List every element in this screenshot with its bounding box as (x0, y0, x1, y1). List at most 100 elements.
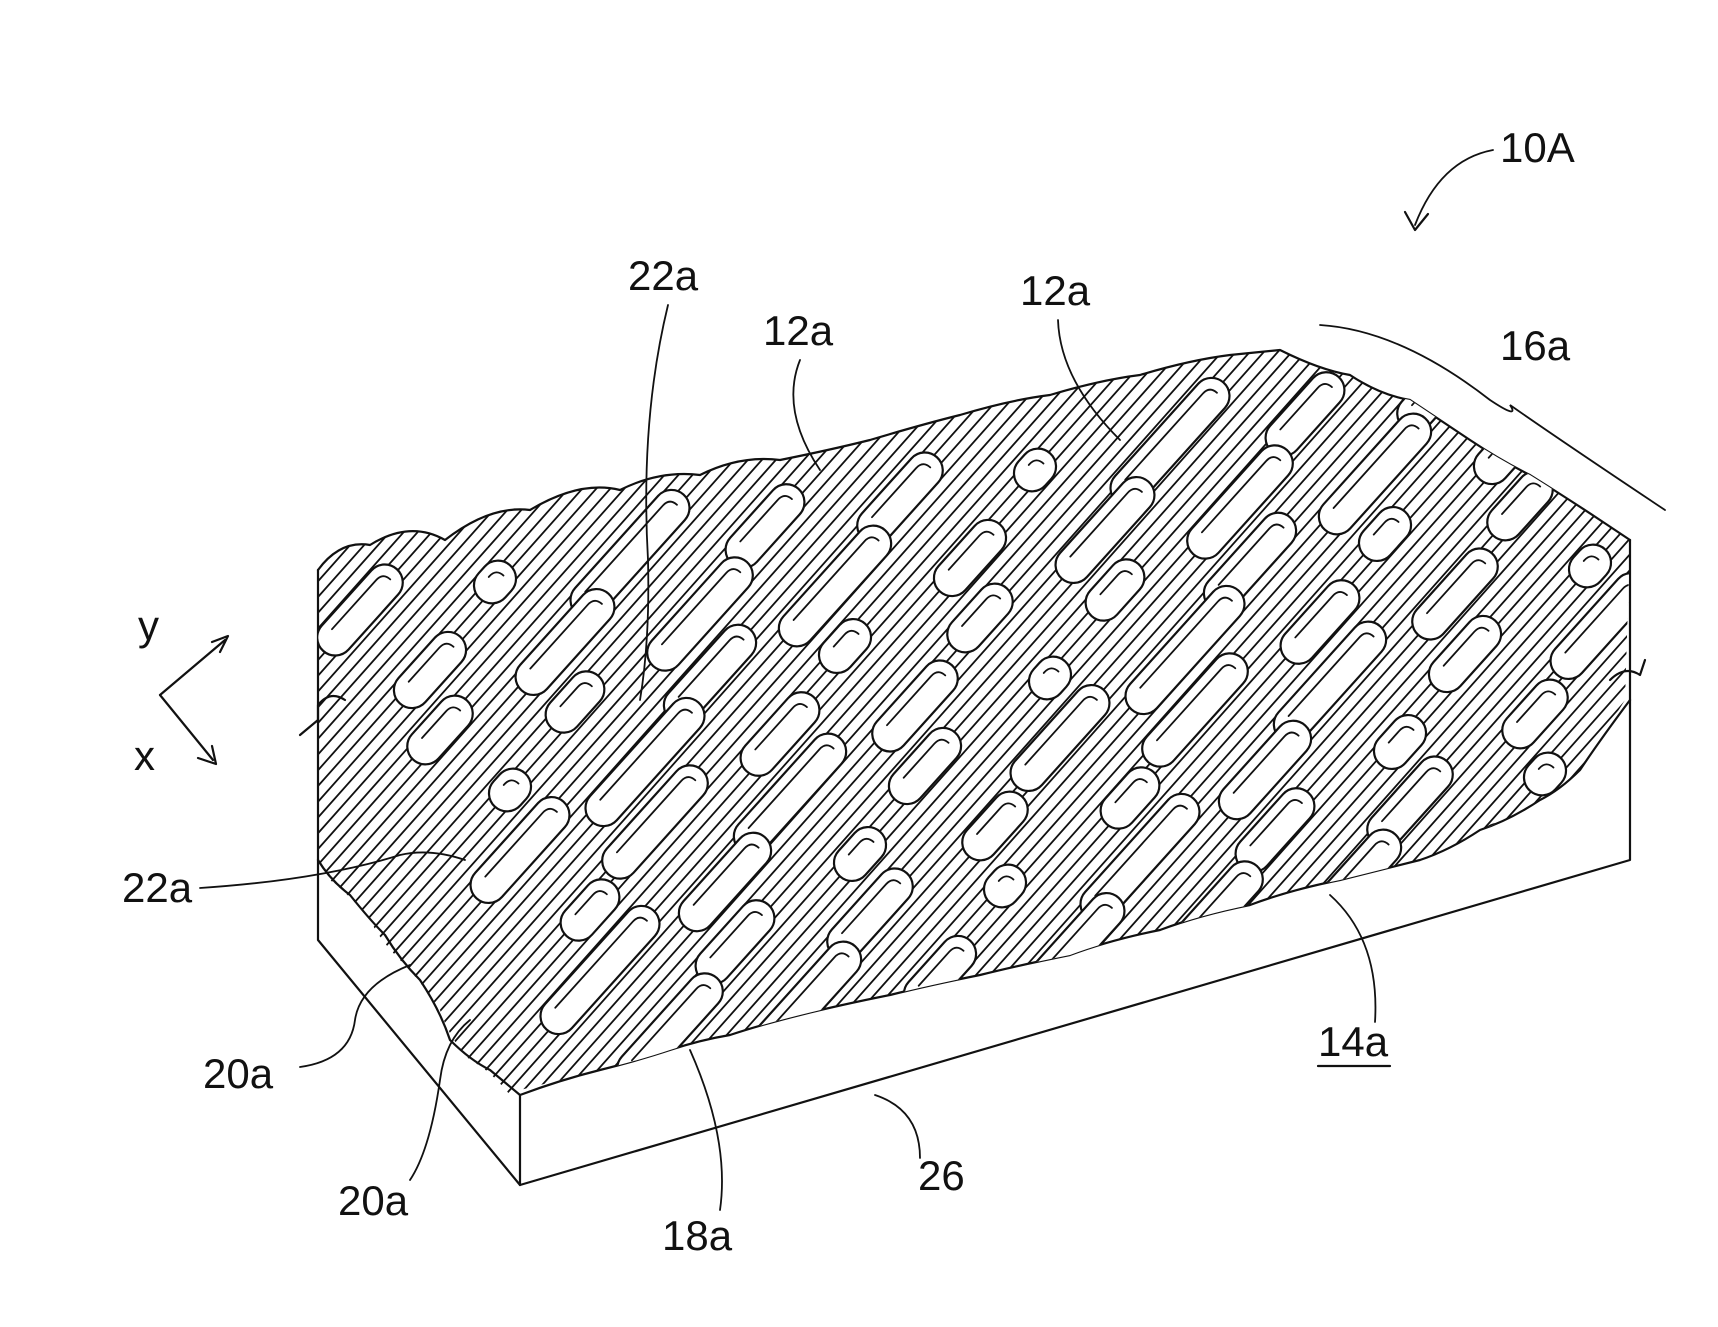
hatch-line (0, 300, 680, 1200)
hatch-line (1588, 300, 1718, 1200)
label-22a-left: 22a (122, 864, 193, 911)
hatch-line (0, 300, 386, 1200)
hatch-line (0, 300, 22, 1200)
protrusion-outline (1690, 742, 1718, 870)
hatch-line (0, 300, 218, 1200)
protrusion-outline (1022, 649, 1079, 707)
leader-20a-upper (300, 965, 410, 1067)
hatch-line (0, 300, 134, 1200)
hatch-line (1574, 300, 1718, 1200)
hatch-line (0, 300, 50, 1200)
hatch-line (1602, 300, 1718, 1200)
hatch-line (1686, 300, 1718, 1200)
protrusion-outline (1658, 467, 1718, 610)
protrusion-highlight (1697, 550, 1718, 635)
leader-20a-lower (410, 1020, 470, 1180)
hatch-line (1546, 300, 1718, 1200)
leader-10A (1415, 150, 1493, 225)
hatch-line (0, 300, 596, 1200)
hatch-line (1490, 300, 1718, 1200)
label-12a-right: 12a (1020, 267, 1091, 314)
protrusion (1690, 742, 1718, 870)
hatch-line (1672, 300, 1718, 1200)
protrusion (1613, 675, 1718, 818)
protrusion-outline (482, 761, 539, 819)
protrusion-highlight (1712, 758, 1718, 843)
label-18a: 18a (662, 1212, 733, 1259)
right-break-mark (1610, 660, 1645, 680)
hatch-line (0, 300, 582, 1200)
hatch-line (0, 300, 232, 1200)
protrusion-outline (1588, 358, 1702, 479)
label-10A: 10A (1500, 124, 1575, 171)
y-axis-arrow (160, 640, 225, 695)
hatch-line (0, 300, 106, 1200)
hatch-line (1658, 300, 1718, 1200)
leader-14a (1330, 895, 1375, 1022)
protrusion-outline (610, 966, 730, 1094)
protrusion-outline (741, 934, 868, 1070)
hatch-line (0, 300, 78, 1200)
protrusion (1658, 467, 1718, 610)
hatch-line (1700, 300, 1718, 1200)
hatch-line (0, 300, 92, 1200)
protrusion-highlight (1635, 690, 1718, 790)
label-22a-top: 22a (628, 252, 699, 299)
protrusion-outline (1003, 678, 1117, 799)
hatch-line (1434, 300, 1718, 1200)
leader-26 (875, 1095, 920, 1158)
hatch-line (0, 300, 120, 1200)
hatch-line (0, 300, 652, 1200)
protrusion (1018, 886, 1132, 1007)
protrusion (1618, 440, 1692, 516)
protrusion-highlight (1610, 373, 1682, 451)
hatch-line (1532, 300, 1718, 1200)
label-16a: 16a (1500, 322, 1571, 369)
label-12a-left: 12a (763, 307, 834, 354)
hatch-line (1616, 300, 1718, 1200)
protrusion (1588, 358, 1702, 479)
hatch-line (0, 300, 694, 1200)
hatch-line (1560, 300, 1718, 1200)
hatch-line (1462, 300, 1718, 1200)
label-20a-upper: 20a (203, 1050, 274, 1097)
protrusion-outline (977, 857, 1034, 915)
hatch-line (1154, 300, 1718, 1200)
hatch-line (1504, 300, 1718, 1200)
hatch-line (0, 300, 344, 1200)
x-axis-label: x (134, 732, 155, 779)
protrusion (1675, 534, 1718, 662)
protrusion-outline (1613, 675, 1718, 818)
hatch-line (1630, 300, 1718, 1200)
hatch-line (0, 300, 666, 1200)
hatch-line (0, 300, 36, 1200)
hatch-line (1406, 300, 1718, 1200)
protrusion-highlight (1655, 664, 1687, 697)
protrusion (1543, 566, 1657, 687)
label-14a: 14a (1318, 1018, 1389, 1065)
protrusion (741, 934, 868, 1070)
protrusion (610, 966, 730, 1094)
hatch-line (0, 300, 204, 1200)
hatch-line (0, 300, 330, 1200)
protrusion (1003, 678, 1117, 799)
label-26: 26 (918, 1152, 965, 1199)
hatch-line (0, 300, 722, 1200)
x-arrow-head (198, 746, 216, 764)
y-axis-label: y (138, 602, 159, 649)
protrusion-highlight (1580, 789, 1652, 867)
hatch-line (0, 300, 64, 1200)
protrusion-outline (1018, 886, 1132, 1007)
protrusion (1022, 649, 1079, 707)
hatch-line (0, 300, 358, 1200)
hatch-line (0, 300, 148, 1200)
protrusion (482, 761, 539, 819)
hatch-line (1644, 300, 1718, 1200)
label-20a-lower: 20a (338, 1177, 409, 1224)
hatch-line (0, 300, 554, 1200)
protrusion-highlight (1569, 345, 1584, 360)
x-axis-arrow (160, 695, 213, 760)
hatch-line (0, 300, 190, 1200)
protrusion-outline (1675, 534, 1718, 662)
protrusion-outline (897, 929, 984, 1020)
